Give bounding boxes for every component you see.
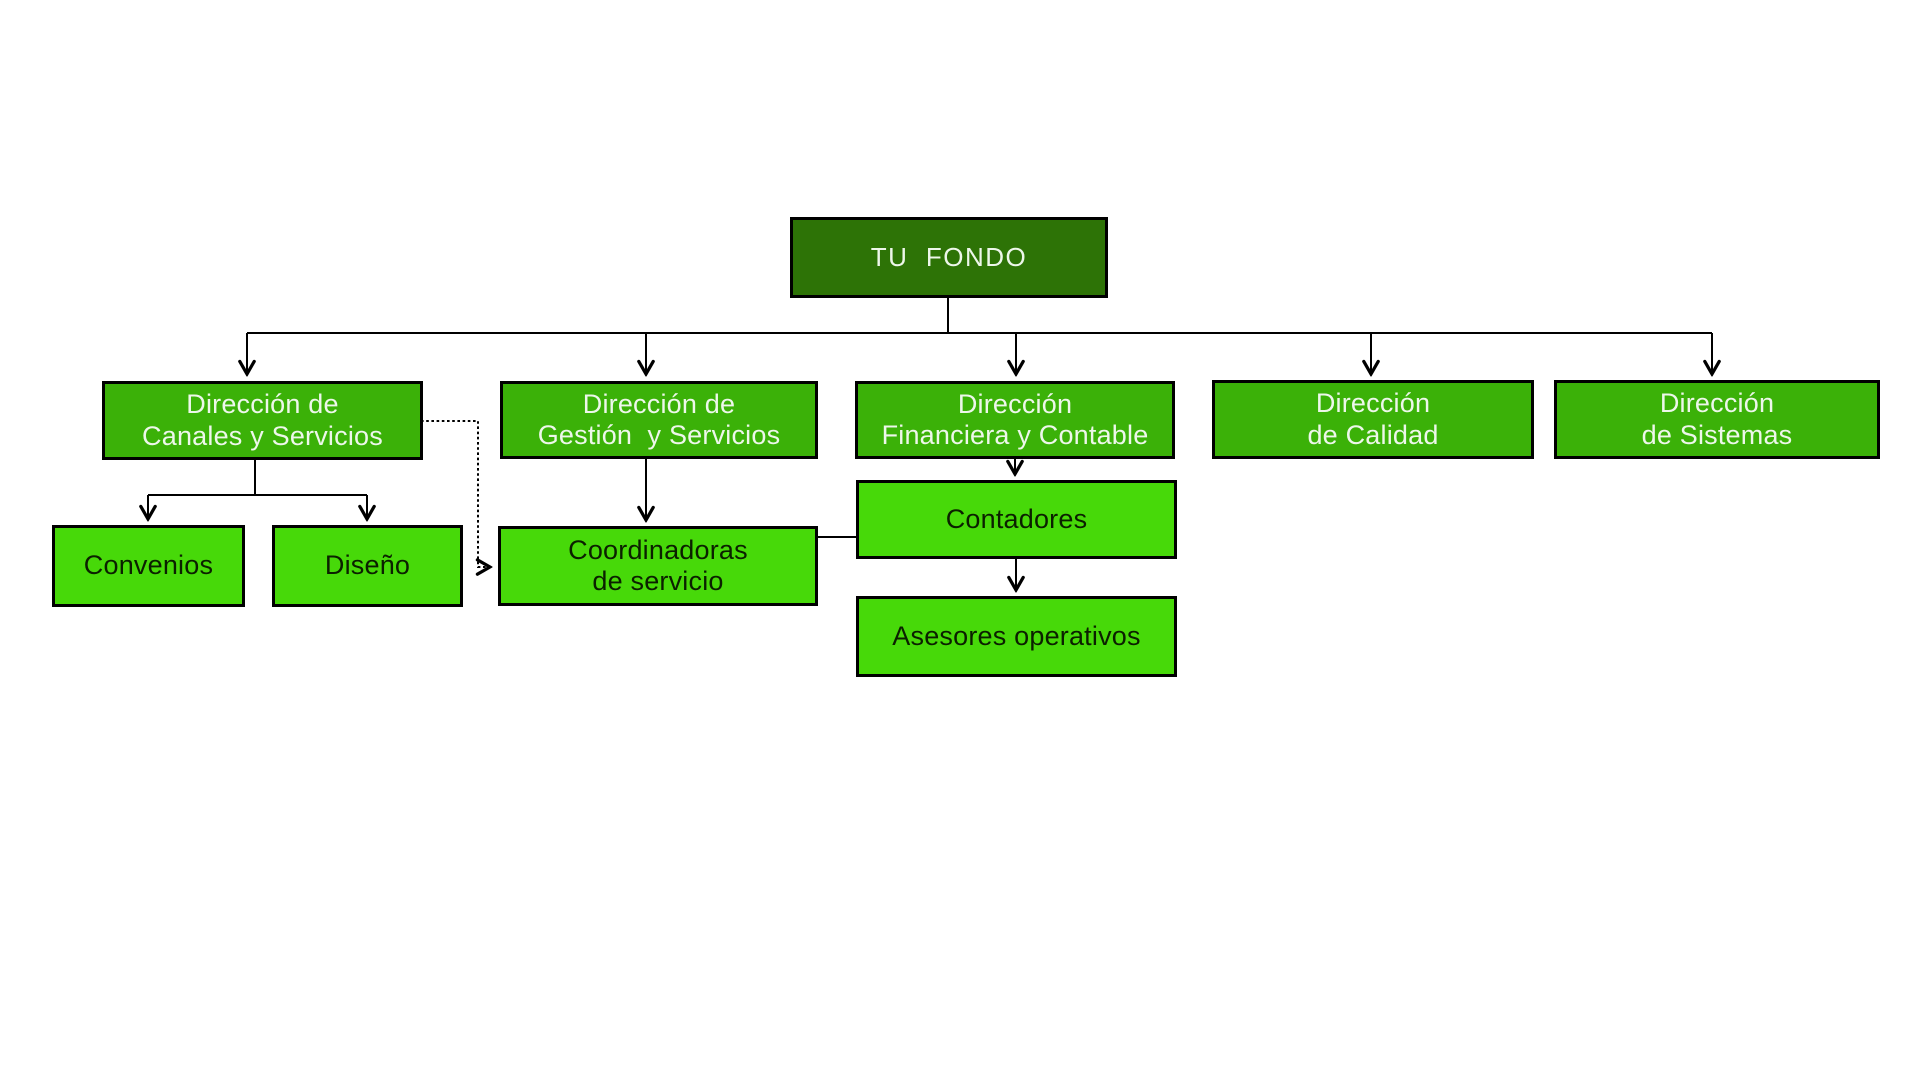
- org-box-label: Diseño: [324, 550, 411, 581]
- org-box-label: Contadores: [945, 503, 1088, 534]
- org-box-label: Convenios: [83, 550, 214, 581]
- org-box-convenios: Convenios: [52, 525, 245, 607]
- org-box-label: Dirección Financiera y Contable: [881, 388, 1149, 450]
- org-box-diseno: Diseño: [272, 525, 463, 607]
- org-box-label: Coordinadoras de servicio: [568, 534, 748, 596]
- org-box-label: Dirección de Canales y Servicios: [142, 389, 383, 451]
- org-box-label: TU FONDO: [870, 242, 1028, 273]
- org-box-label: Asesores operativos: [892, 620, 1141, 651]
- org-box-coordinadoras-de-servicio: Coordinadoras de servicio: [498, 526, 818, 606]
- org-box-label: Dirección de Sistemas: [1641, 388, 1793, 450]
- org-box-direccion-de-calidad: Dirección de Calidad: [1212, 380, 1534, 459]
- org-box-direccion-de-sistemas: Dirección de Sistemas: [1554, 380, 1880, 459]
- org-box-contadores: Contadores: [856, 480, 1177, 559]
- org-box-label: Dirección de Gestión y Servicios: [537, 388, 781, 450]
- org-box-direccion-canales-y-servicios: Dirección de Canales y Servicios: [102, 381, 423, 460]
- org-box-asesores-operativos: Asesores operativos: [856, 596, 1177, 677]
- org-box-direccion-gestion-y-servicios: Dirección de Gestión y Servicios: [500, 381, 818, 459]
- org-box-label: Dirección de Calidad: [1307, 388, 1439, 450]
- org-box-tu-fondo: TU FONDO: [790, 217, 1108, 298]
- org-box-direccion-financiera-y-contable: Dirección Financiera y Contable: [855, 381, 1175, 459]
